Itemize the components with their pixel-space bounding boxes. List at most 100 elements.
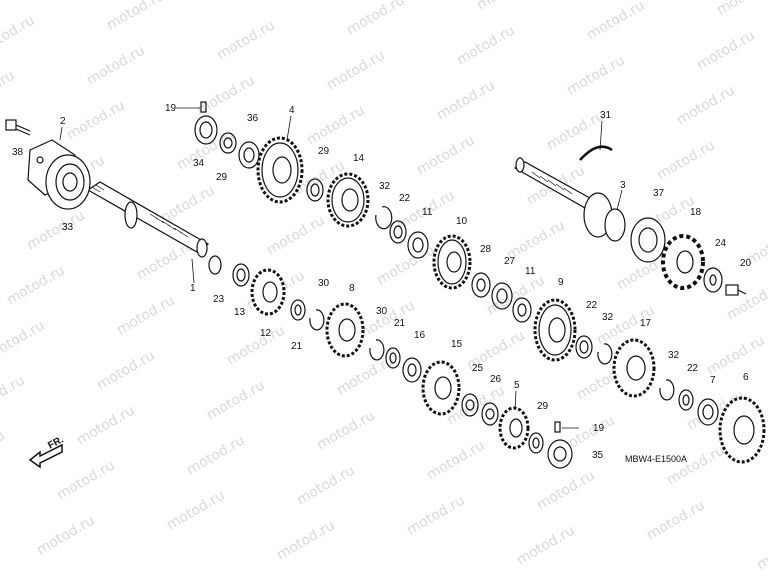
parts-layer (5, 101, 766, 469)
part-label: 19 (165, 103, 177, 114)
part-label: 34 (193, 158, 205, 169)
washer-21-mid (385, 347, 401, 369)
ring-30-mid (369, 339, 385, 361)
part-label: 27 (504, 256, 516, 267)
part-label: 8 (349, 283, 355, 294)
watermark-text: motod.ru (64, 97, 128, 143)
washer-28 (471, 272, 491, 298)
washer-22-mid (575, 335, 593, 359)
part-label: 32 (379, 181, 391, 192)
watermark-text: motod.ru (434, 77, 498, 123)
watermark-text: motod.ru (654, 137, 718, 183)
watermark-text: motod.ru (424, 437, 488, 483)
part-label: 17 (640, 318, 652, 329)
watermark-text: motod.ru (224, 322, 288, 368)
gear-15 (421, 360, 461, 416)
part-label: 28 (480, 244, 492, 255)
watermark-text: motod.ru (454, 22, 518, 68)
watermark-text: motod.ru (204, 377, 268, 423)
pin-19-top (200, 101, 207, 113)
watermark-text: motod.ru (584, 0, 648, 43)
gear-12 (250, 268, 286, 316)
bolt-20 (725, 284, 747, 296)
watermark-text: motod.ru (724, 277, 768, 323)
part-label: 10 (456, 216, 468, 227)
watermark-text: motod.ru (324, 47, 388, 93)
snap-ring-32 (375, 206, 393, 230)
watermark-text: motod.ru (674, 82, 738, 128)
part-label: 24 (715, 238, 727, 249)
watermark-text: motod.ru (4, 262, 68, 308)
part-label: 32 (668, 350, 680, 361)
watermark-text: motod.ru (74, 402, 138, 448)
watermark-text: motod.ru (304, 102, 368, 148)
watermark-text: motod.ru (34, 512, 98, 558)
part-label: 4 (289, 105, 295, 116)
watermark-text: motod.ru (314, 407, 378, 453)
part-label: 36 (247, 113, 259, 124)
watermark-text: motod.ru (24, 207, 88, 253)
bushing-16 (402, 357, 422, 383)
gear-5 (498, 406, 530, 450)
direction-label: FR. (46, 434, 66, 451)
watermark-text: motod.ru (0, 12, 38, 58)
part-label: 26 (490, 374, 502, 385)
part-label: 18 (690, 207, 702, 218)
part-label: 21 (291, 341, 303, 352)
washer-25 (461, 393, 479, 417)
part-label: 29 (537, 401, 549, 412)
left-bearing (27, 139, 91, 210)
watermark-text: motod.ru (344, 0, 408, 38)
circlip-31 (579, 145, 613, 161)
part-label: 7 (710, 375, 716, 386)
part-label: 22 (687, 363, 699, 374)
part-label: 25 (472, 363, 484, 374)
part-label: 3 (620, 180, 626, 191)
part-label: 14 (353, 153, 365, 164)
washer-27 (491, 282, 513, 310)
watermark-text: motod.ru (294, 462, 358, 508)
part-label: 6 (743, 372, 749, 383)
watermark-text: motod.ru (704, 332, 768, 378)
watermark-text: motod.ru (334, 352, 398, 398)
watermark-text: motod.ru (644, 497, 708, 543)
snap-ring-32-mid (597, 343, 613, 365)
watermark-text: motod.ru (0, 67, 18, 113)
bearing-34 (194, 115, 218, 145)
part-label: 20 (740, 258, 752, 269)
gear-14 (326, 172, 370, 228)
part-label: 1 (190, 283, 196, 294)
part-label: 29 (216, 172, 228, 183)
gear-4 (256, 136, 304, 204)
watermark-text: motod.ru (534, 467, 598, 513)
part-label: 37 (653, 188, 665, 199)
watermark-text: motod.ru (0, 317, 48, 363)
watermark-text: motod.ru (514, 522, 578, 568)
watermark-text: motod.ru (664, 442, 728, 488)
part-label: 30 (376, 306, 388, 317)
watermark-text: motod.ru (714, 0, 768, 18)
part-label: 5 (514, 380, 520, 391)
watermark-text: motod.ru (184, 432, 248, 478)
part-label: 35 (592, 450, 604, 461)
watermark-text: motod.ru (564, 52, 628, 98)
watermark-text: motod.ru (404, 492, 468, 538)
gear-10 (432, 234, 472, 290)
washer-21-left (290, 299, 306, 321)
sprocket-18 (661, 234, 705, 290)
part-label: 12 (260, 328, 272, 339)
pin-19-low (554, 421, 561, 433)
part-label: 32 (602, 312, 614, 323)
ring-30-left (309, 309, 325, 331)
washer-22-low (678, 389, 694, 411)
washer-24 (703, 267, 723, 293)
washer-29-mid (306, 178, 324, 202)
countershaft (513, 157, 626, 242)
labels-layer: 1234567891011111213141516171819192021212… (12, 103, 752, 461)
bushing-13 (232, 263, 250, 287)
watermark-text: motod.ru (264, 212, 328, 258)
part-label: 38 (12, 147, 24, 158)
bushing-11-mid (512, 297, 532, 323)
